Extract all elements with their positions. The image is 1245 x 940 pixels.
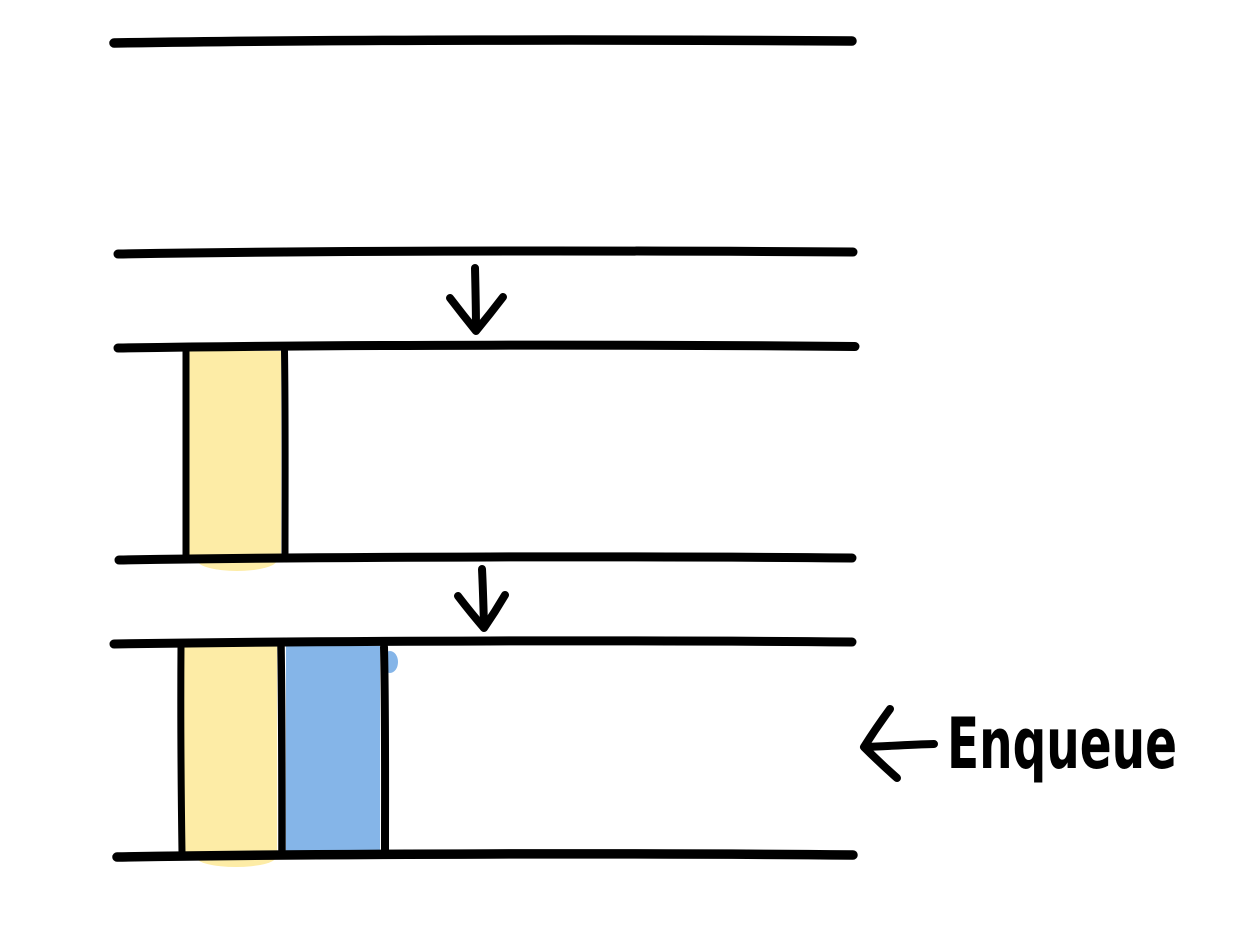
queue-item-border-left — [177, 641, 186, 857]
queue-rail-bottom — [113, 246, 858, 259]
step-arrow-1 — [446, 264, 507, 335]
enqueue-annotation: Enqueue — [860, 703, 1177, 785]
queue-item-divider — [277, 642, 286, 857]
down-arrow-icon — [471, 264, 480, 333]
left-arrow-head — [860, 705, 901, 782]
ink-strokes: Enqueue — [109, 35, 1177, 867]
down-arrow-head — [446, 293, 507, 335]
queue-rail-bottom — [114, 552, 857, 565]
down-arrow-icon — [478, 565, 488, 630]
queue-rail-top — [109, 35, 857, 48]
queue-item-second — [286, 646, 380, 852]
queue-rail-bottom — [112, 849, 858, 862]
left-arrow-icon — [863, 740, 938, 751]
queue-item-first — [184, 646, 277, 852]
queue-item-border-right — [380, 643, 390, 857]
queue-rail-top — [113, 340, 860, 353]
enqueue-label: Enqueue — [947, 703, 1177, 785]
down-arrow-head — [454, 591, 509, 632]
queue-state-empty — [109, 35, 858, 259]
queue-state-one-item — [113, 340, 860, 571]
queue-state-two-items — [109, 636, 858, 867]
queue-item-first — [189, 351, 281, 556]
step-arrow-2 — [454, 565, 509, 632]
queue-item-border-right — [281, 347, 289, 561]
queue-rail-top — [109, 636, 857, 649]
